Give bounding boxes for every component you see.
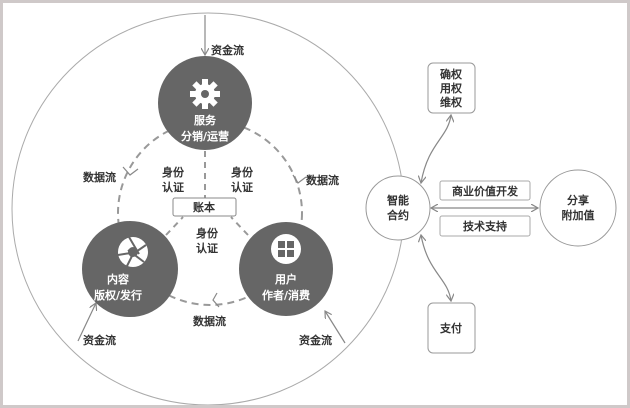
data-flow-bottom-label: 数据流	[193, 314, 226, 328]
auth-center-line1: 身份	[196, 226, 219, 240]
payment-label: 支付	[439, 321, 462, 335]
auth-left-line1: 身份	[162, 165, 185, 179]
contract-rights-connector	[421, 115, 451, 183]
share-line1: 分享	[567, 193, 589, 207]
camera-aperture-icon	[117, 236, 148, 267]
content-node[interactable]: 内容 版权/发行	[82, 221, 178, 317]
share-line2: 附加值	[562, 208, 595, 222]
rights-line1: 确权	[440, 67, 463, 81]
service-node[interactable]: 服务 分销/运营	[158, 56, 252, 150]
fund-flow-top-label: 资金流	[211, 43, 244, 57]
smart-contract-line2: 合约	[387, 208, 409, 222]
user-title: 用户	[275, 272, 297, 286]
ledger-box[interactable]: 账本	[172, 197, 237, 217]
fund-flow-left-label: 资金流	[83, 333, 116, 347]
content-ledger-link	[165, 216, 184, 236]
rights-line2: 用权	[440, 81, 463, 95]
auth-left-line2: 认证	[162, 180, 184, 194]
content-title: 内容	[107, 272, 129, 286]
payment-box[interactable]: 支付	[427, 302, 476, 354]
smart-contract-node[interactable]: 智能 合约	[365, 175, 431, 241]
share-value-node[interactable]: 分享 附加值	[539, 169, 617, 247]
auth-center-line2: 认证	[196, 241, 218, 255]
service-subtitle: 分销/运营	[181, 129, 229, 143]
gear-icon	[190, 79, 220, 109]
auth-right-line1: 身份	[231, 165, 254, 179]
user-ledger-link	[230, 216, 249, 236]
fund-flow-left-arrow	[77, 303, 96, 342]
ledger-label: 账本	[193, 200, 215, 214]
data-flow-right-arrowhead	[292, 174, 307, 184]
business-value-box[interactable]: 商业价值开发	[439, 180, 531, 201]
fund-flow-right-arrow	[325, 311, 346, 344]
fund-flow-right-label: 资金流	[299, 333, 332, 347]
data-flow-right-label: 数据流	[306, 173, 339, 187]
auth-right-line2: 认证	[231, 180, 253, 194]
user-node[interactable]: 用户 作者/消费	[239, 222, 333, 316]
business-value-label: 商业价值开发	[452, 184, 519, 198]
user-subtitle: 作者/消费	[262, 288, 310, 302]
data-flow-left-label: 数据流	[83, 170, 116, 184]
diagram: 服务 分销/运营 内容 版权/发行	[11, 12, 617, 405]
rights-box[interactable]: 确权 用权 维权	[427, 62, 476, 114]
windows-icon	[271, 234, 301, 264]
smart-contract-line1: 智能	[387, 193, 409, 207]
content-subtitle: 版权/发行	[94, 288, 142, 302]
data-flow-bottom-arrowhead	[212, 292, 220, 308]
data-flow-left-arrowhead	[122, 166, 139, 176]
service-title: 服务	[194, 113, 217, 127]
rights-line3: 维权	[440, 95, 463, 109]
tech-support-label: 技术支持	[463, 219, 507, 233]
contract-payment-connector	[421, 235, 451, 301]
tech-support-box[interactable]: 技术支持	[439, 215, 531, 237]
